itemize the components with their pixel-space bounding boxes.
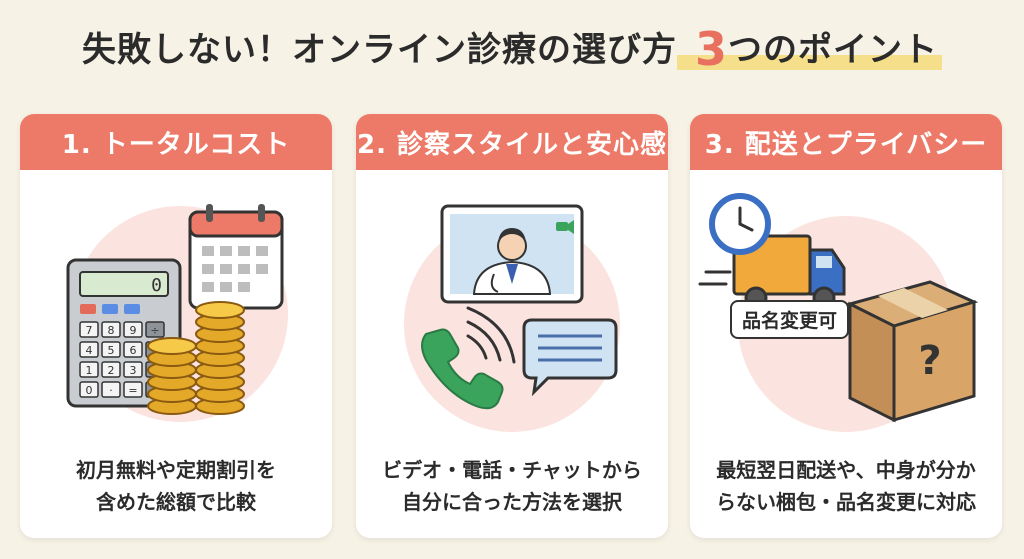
chat-bubble-icon (522, 318, 618, 397)
doctor-video-icon (440, 204, 584, 304)
calculator-key (123, 341, 143, 358)
description-line: 自分に合った方法を選択 (402, 490, 622, 514)
card-heading: 3. 配送とプライバシー (690, 114, 1002, 170)
question-mark: ? (918, 338, 941, 384)
card-total-cost: 1. トータルコスト 0 789÷456×123−0·=+ (20, 114, 332, 538)
calculator-key-label: 0 (86, 384, 93, 397)
calculator-key (79, 341, 99, 358)
calculator-key (79, 381, 99, 398)
product-name-label: 品名変更可 (730, 300, 850, 339)
card-heading: 1. トータルコスト (20, 114, 332, 170)
description-line: 初月無料や定期割引を (76, 458, 276, 482)
card-description: ビデオ・電話・チャットから 自分に合った方法を選択 (356, 454, 668, 518)
calendar-icon (188, 204, 284, 310)
calculator-key (123, 381, 143, 398)
consult-illustration (404, 204, 620, 432)
cost-illustration: 0 789÷456×123−0·=+ (66, 204, 288, 422)
title-number: 3 (694, 22, 728, 76)
title-suffix: つのポイント (728, 30, 938, 70)
calculator-key (101, 361, 121, 378)
calculator-key-label: 2 (108, 364, 115, 377)
description-line: ビデオ・電話・チャットから (382, 458, 642, 482)
calculator-key (101, 341, 121, 358)
calculator-key-label: ÷ (150, 324, 159, 337)
calculator-key-label: = (128, 384, 137, 397)
phone-icon (421, 306, 516, 410)
calculator-key-label: 4 (86, 344, 93, 357)
description-line: 含めた総額で比較 (96, 490, 256, 514)
calculator-key-label: 6 (130, 344, 137, 357)
clock-icon (709, 193, 771, 255)
calculator-key-label: 1 (86, 364, 93, 377)
calculator-key-label: 7 (86, 324, 93, 337)
card-consult-style: 2. 診察スタイルと安心感 ビデオ・ (356, 114, 668, 538)
coin (195, 301, 245, 319)
calculator-key (123, 321, 143, 338)
calculator-key (101, 321, 121, 338)
calculator-key-label: 8 (108, 324, 115, 337)
card-description: 最短翌日配送や、中身が分か らない梱包・品名変更に対応 (690, 454, 1002, 518)
calculator-key-label: 9 (130, 324, 137, 337)
calculator-key (79, 361, 99, 378)
calculator-key (79, 321, 99, 338)
description-line: らない梱包・品名変更に対応 (716, 490, 976, 514)
title-highlight: 3つのポイント (676, 22, 942, 76)
calculator-key-label: · (109, 384, 113, 397)
calculator-key (145, 321, 165, 338)
card-heading: 2. 診察スタイルと安心感 (356, 114, 668, 170)
calculator-key-label: 3 (130, 364, 137, 377)
title-main: 失敗しない！オンライン診療の選び方 (81, 30, 677, 70)
delivery-illustration: ? (698, 193, 979, 432)
card-description: 初月無料や定期割引を 含めた総額で比較 (20, 454, 332, 518)
package-icon: ? (845, 280, 979, 423)
card-delivery-privacy: 3. 配送とプライバシー ? 品名変更可 最短翌日配送や、中身 (690, 114, 1002, 538)
calculator-key-label: 5 (108, 344, 115, 357)
calculator-display: 0 (151, 275, 162, 296)
coins-icon (147, 301, 245, 415)
calculator-key (123, 361, 143, 378)
coin (147, 337, 197, 355)
description-line: 最短翌日配送や、中身が分か (716, 458, 976, 482)
calculator-key (101, 381, 121, 398)
